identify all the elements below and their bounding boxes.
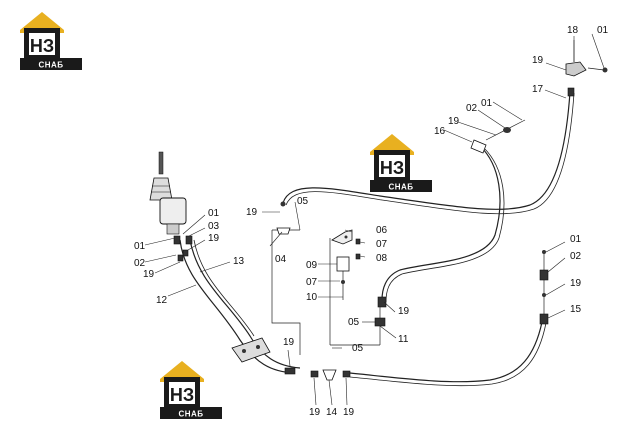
callout-13: 13	[233, 256, 245, 267]
callout-04: 04	[275, 254, 287, 265]
callout-03: 03	[208, 221, 220, 232]
callout-19-bottom-b: 19	[343, 407, 355, 418]
callout-07-right: 07	[376, 239, 388, 250]
nut-07-08	[355, 238, 361, 260]
callout-02-left: 02	[134, 258, 146, 269]
callout-05-right: 05	[348, 317, 360, 328]
control-lever	[149, 151, 187, 235]
callout-01-right: 01	[570, 234, 582, 245]
block-09	[336, 256, 350, 300]
callout-19-mid: 19	[448, 116, 460, 127]
logo-badge	[20, 58, 82, 70]
callout-01-left-top: 01	[208, 208, 220, 219]
logo-inner	[29, 33, 55, 55]
callout-15: 15	[570, 304, 582, 315]
callout-16: 16	[434, 126, 446, 137]
callout-07-left: 07	[306, 277, 318, 288]
bracket-frame	[271, 230, 301, 355]
logo-main-text: НЗ	[380, 158, 404, 178]
callout-19-connector: 19	[398, 306, 410, 317]
junction-14	[284, 367, 351, 381]
clamp-16	[470, 119, 526, 154]
cable-16	[381, 145, 501, 301]
logo-sub-text: СНАБ	[178, 410, 203, 419]
callout-06: 06	[376, 225, 388, 236]
callout-18: 18	[567, 25, 579, 36]
callout-19-left-mid: 19	[208, 233, 220, 244]
callout-09: 09	[306, 260, 318, 271]
right-parts-01-02	[539, 250, 549, 325]
cable-main-long	[282, 91, 571, 210]
cable-12	[179, 239, 296, 374]
logo-sub-text: СНАБ	[388, 183, 413, 192]
logo-main-text: НЗ	[30, 36, 54, 56]
cable-13	[189, 239, 301, 369]
bracket-06	[331, 229, 353, 245]
cable-15-outer	[349, 322, 547, 387]
logo-main-text: НЗ	[170, 385, 194, 405]
callout-19-bracket: 19	[283, 337, 295, 348]
callout-01-left: 01	[134, 241, 146, 252]
logo-inner	[169, 382, 195, 404]
callout-labels: 01 01 01 01 01 02 02 02 03 04 05 05 05 0…	[134, 25, 609, 418]
connector-05-11	[374, 296, 387, 327]
callout-05-top: 05	[297, 196, 309, 207]
logo-sub-text: СНАБ	[38, 61, 63, 70]
callout-02-right: 02	[570, 251, 582, 262]
cable-13-outer	[193, 239, 255, 337]
callout-14: 14	[326, 407, 338, 418]
logo-badge	[370, 180, 432, 192]
logo-roof	[160, 361, 204, 382]
callout-17: 17	[532, 84, 544, 95]
callout-19-left-top: 19	[246, 207, 258, 218]
bracket-18	[565, 40, 608, 97]
cable-main-long-outer	[285, 92, 575, 215]
leader-lines	[144, 33, 605, 406]
callout-10: 10	[306, 292, 318, 303]
mounting-plate	[231, 337, 271, 363]
callout-12: 12	[156, 295, 168, 306]
callout-11: 11	[398, 334, 409, 345]
logo-inner	[379, 155, 405, 177]
connector-left-01	[173, 235, 193, 262]
callout-08: 08	[376, 253, 388, 264]
callout-19-left: 19	[143, 269, 155, 280]
callout-02-mid: 02	[466, 103, 478, 114]
callout-01-mid: 01	[481, 98, 493, 109]
callout-19-right: 19	[570, 278, 582, 289]
callout-19-top-right: 19	[532, 55, 544, 66]
company-logo: НЗ СНАБ	[20, 12, 82, 70]
clamp-04	[276, 201, 291, 235]
logo-roof	[20, 12, 64, 33]
logo-badge	[160, 407, 222, 419]
callout-19-bottom-a: 19	[309, 407, 321, 418]
company-logo: НЗ СНАБ	[370, 134, 432, 192]
cable-16-outer	[385, 147, 505, 303]
company-logo: НЗ СНАБ	[160, 361, 222, 419]
callout-05-bottom: 05	[352, 343, 364, 354]
callout-01-top-right: 01	[597, 25, 609, 36]
logo-roof	[370, 134, 414, 155]
cable-15	[349, 321, 543, 383]
